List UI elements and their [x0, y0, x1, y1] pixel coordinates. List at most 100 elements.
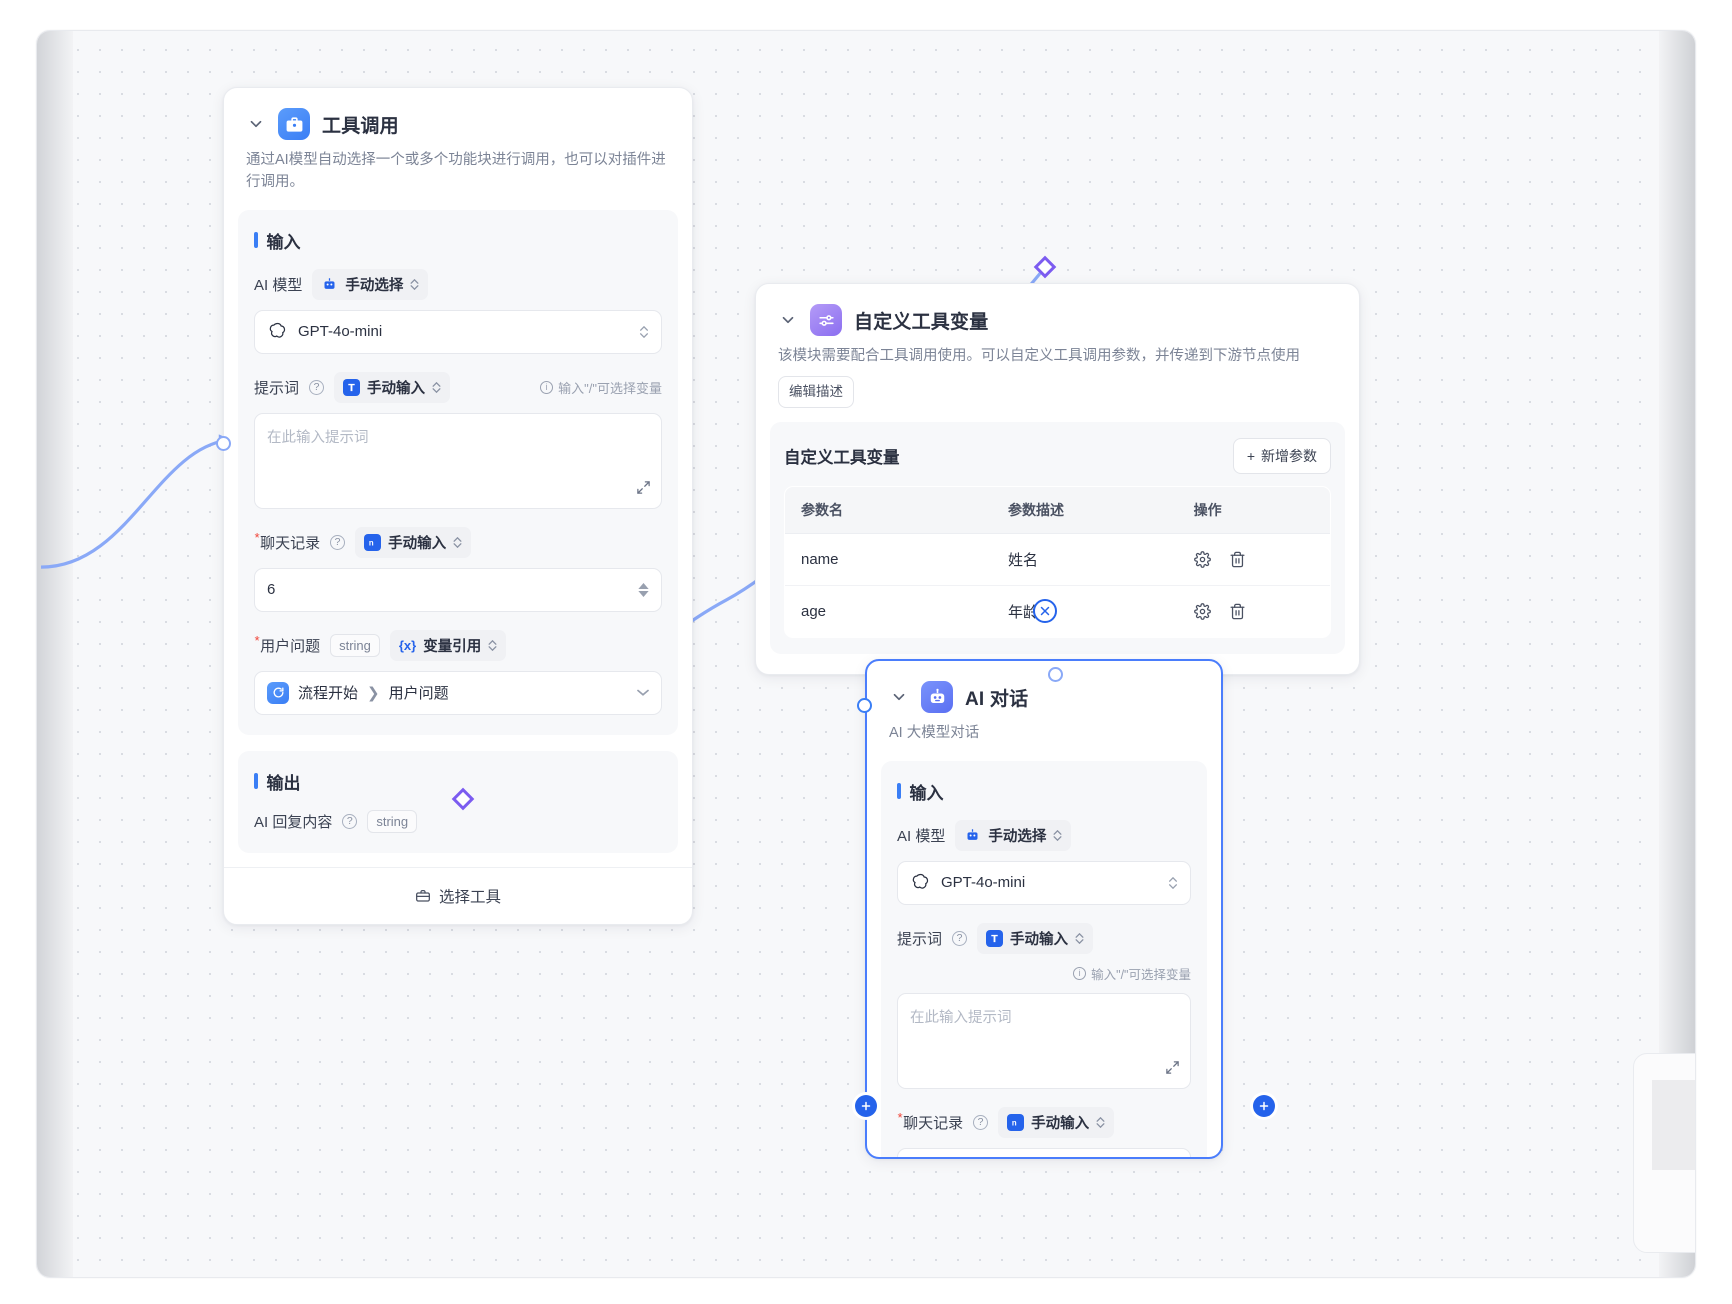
help-icon[interactable]: ?: [342, 813, 358, 829]
input-section-title: 输入: [897, 779, 1191, 804]
plus-icon: +: [1246, 448, 1255, 464]
handle-toolvar-output[interactable]: [1048, 667, 1063, 682]
help-icon[interactable]: ?: [973, 1114, 989, 1130]
prompt-textarea[interactable]: 在此输入提示词: [897, 992, 1191, 1089]
chevron-updown-icon: [1096, 1116, 1105, 1128]
chat-history-mode-value: 手动输入: [388, 535, 447, 552]
ai-model-label: AI 模型: [897, 827, 946, 845]
field-user-question: *用户问题 string {x} 变量引用: [254, 629, 662, 661]
field-ai-model: AI 模型 手动选择: [254, 268, 662, 300]
expand-icon[interactable]: [1165, 1060, 1180, 1080]
tool-call-input-section: 输入 AI 模型 手动选择: [238, 209, 678, 735]
section-accent-bar: [897, 783, 901, 800]
select-tool-button[interactable]: 选择工具: [224, 866, 692, 924]
field-ai-model: AI 模型 手动选择: [897, 819, 1191, 851]
chevron-updown-icon: [488, 639, 497, 651]
chat-history-number-input[interactable]: 6: [897, 1147, 1191, 1157]
field-chat-history: *聊天记录 ? n 手动输入: [897, 1106, 1191, 1138]
field-prompt: 提示词 ? 手动输入 i 输入"/"可选择变量: [897, 922, 1191, 983]
table-row[interactable]: age 年龄: [785, 586, 1330, 638]
toolbox-small-icon: [416, 889, 430, 902]
handle-toolcall-input[interactable]: [216, 436, 231, 451]
model-select-input[interactable]: GPT-4o-mini: [897, 860, 1191, 905]
gear-icon[interactable]: [1193, 603, 1211, 620]
edge-delete-button[interactable]: [1033, 599, 1057, 623]
param-card-title: 自定义工具变量: [784, 449, 900, 467]
prompt-label: 提示词: [897, 930, 943, 948]
chevron-updown-icon[interactable]: [1168, 876, 1178, 889]
node-description: 该模块需要配合工具调用使用。可以自定义工具调用参数，并传递到下游节点使用 编辑描…: [778, 346, 1337, 408]
chat-history-mode-value: 手动输入: [1031, 1115, 1090, 1132]
chat-history-mode-select[interactable]: n 手动输入: [355, 526, 472, 558]
trash-icon[interactable]: [1229, 551, 1246, 568]
chevron-updown-icon[interactable]: [639, 325, 649, 338]
model-value: GPT-4o-mini: [298, 323, 383, 340]
stepper-down-icon: [638, 590, 649, 597]
add-param-button[interactable]: + 新增参数: [1232, 438, 1331, 474]
field-chat-history: *聊天记录 ? n 手动输入: [254, 526, 662, 558]
canvas-left-strip: [37, 31, 73, 1277]
gear-icon[interactable]: [1193, 551, 1211, 568]
chat-history-mode-select[interactable]: n 手动输入: [998, 1106, 1115, 1138]
expand-icon[interactable]: [636, 480, 651, 500]
user-question-variable-ref[interactable]: 流程开始 ❯ 用户问题: [254, 670, 662, 715]
ref-source: 流程开始: [298, 685, 359, 702]
flow-start-icon: [267, 681, 289, 704]
prompt-mode-select[interactable]: 手动输入: [977, 922, 1094, 954]
node-ai-chat[interactable]: AI 对话 AI 大模型对话 输入 AI 模型 手动选择: [865, 659, 1223, 1159]
chevron-down-icon[interactable]: [637, 689, 649, 696]
trash-icon[interactable]: [1229, 603, 1246, 620]
chevron-updown-icon: [1053, 829, 1062, 841]
cell-actions: [1178, 586, 1330, 638]
input-section-title: 输入: [254, 228, 662, 253]
cell-actions: [1177, 533, 1330, 586]
node-tool-call[interactable]: 工具调用 通过AI模型自动选择一个或多个功能块进行调用，也可以对插件进行调用。 …: [216, 87, 693, 925]
user-question-mode-select[interactable]: {x} 变量引用: [389, 629, 507, 661]
cell-param-name: age: [801, 603, 827, 620]
handle-aichat-right-add[interactable]: [1253, 1095, 1275, 1117]
ai-chat-header: AI 对话 AI 大模型对话: [867, 661, 1221, 745]
chevron-down-icon[interactable]: [246, 114, 266, 134]
col-param-desc: 参数描述: [991, 487, 1178, 534]
section-accent-bar: [254, 773, 258, 789]
ai-model-mode-select[interactable]: 手动选择: [312, 268, 429, 300]
output-type-tag: string: [367, 809, 418, 833]
right-side-panel[interactable]: [1633, 1053, 1695, 1253]
ai-model-mode-select[interactable]: 手动选择: [955, 819, 1072, 851]
handle-aichat-left-add[interactable]: [855, 1095, 877, 1117]
section-accent-bar: [254, 232, 258, 248]
prompt-textarea[interactable]: 在此输入提示词: [254, 412, 662, 509]
node-title: AI 对话: [965, 688, 1029, 710]
chat-history-value: 6: [267, 581, 276, 598]
help-icon[interactable]: ?: [330, 534, 346, 550]
field-output: AI 回复内容 ? string: [254, 809, 662, 833]
model-select-input[interactable]: GPT-4o-mini: [254, 309, 662, 354]
col-param-name: 参数名: [785, 487, 992, 534]
workflow-canvas[interactable]: 工具调用 通过AI模型自动选择一个或多个功能块进行调用，也可以对插件进行调用。 …: [36, 30, 1696, 1278]
text-mini-icon: [343, 378, 361, 396]
chevron-down-icon[interactable]: [778, 310, 798, 330]
chat-history-number-input[interactable]: 6: [254, 567, 662, 612]
chat-history-label: *聊天记录: [897, 1109, 964, 1132]
text-mini-icon: [986, 929, 1004, 947]
robot-mini-icon: [964, 827, 981, 844]
chevron-updown-icon: [432, 381, 441, 393]
chevron-updown-icon: [410, 278, 419, 290]
node-description: 通过AI模型自动选择一个或多个功能块进行调用，也可以对插件进行调用。: [246, 152, 666, 190]
help-icon[interactable]: ?: [952, 930, 968, 946]
param-card-header: 自定义工具变量 + 新增参数: [784, 438, 1331, 474]
edit-description-button[interactable]: 编辑描述: [778, 375, 854, 408]
params-table: 参数名 参数描述 操作 name 姓名: [784, 486, 1331, 638]
table-row[interactable]: name 姓名: [785, 533, 1330, 586]
prompt-hint: i 输入"/"可选择变量: [1073, 964, 1191, 983]
number-stepper[interactable]: [638, 582, 649, 597]
handle-aichat-top[interactable]: [857, 698, 872, 713]
svg-text:n: n: [1012, 1118, 1017, 1127]
prompt-mode-select[interactable]: 手动输入: [334, 371, 451, 403]
openai-icon: [912, 874, 929, 889]
node-custom-tool-var[interactable]: 自定义工具变量 该模块需要配合工具调用使用。可以自定义工具调用参数，并传递到下游…: [755, 283, 1360, 682]
chevron-down-icon[interactable]: [889, 687, 909, 707]
chevron-right-icon: ❯: [367, 684, 380, 702]
node-description: AI 大模型对话: [889, 725, 980, 741]
help-icon[interactable]: ?: [309, 379, 325, 395]
